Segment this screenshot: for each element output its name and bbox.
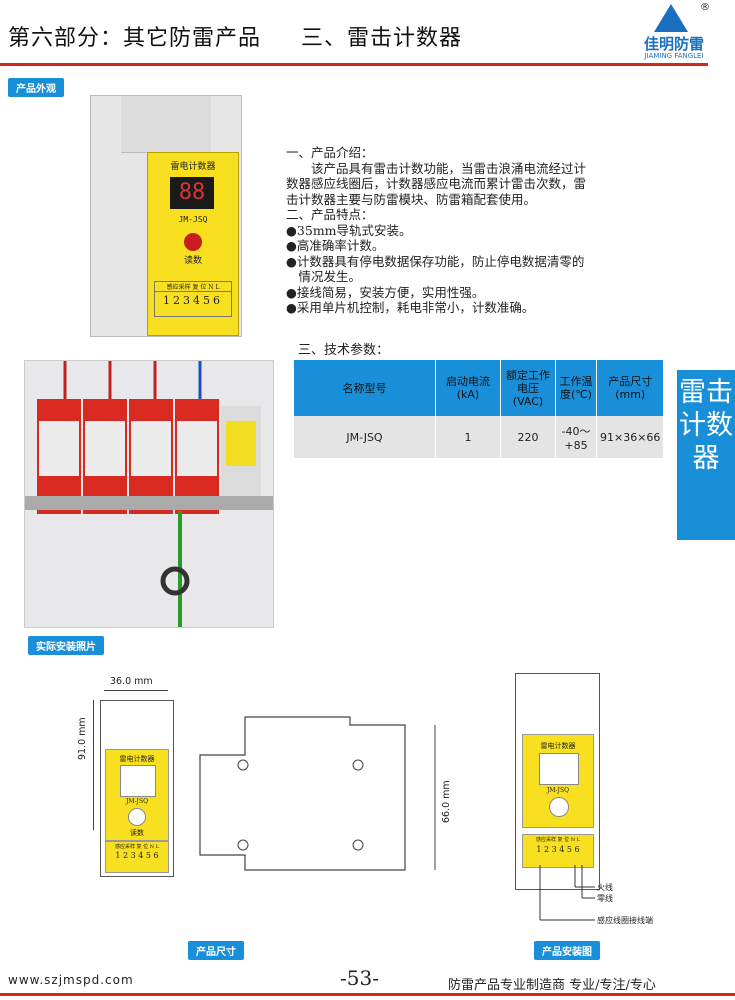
spec-header-row: 名称型号 启动电流(kA) 额定工作电压(VAC) 工作温度(℃) 产品尺寸(m… [294,360,665,416]
diagram-panel: 雷电计数器 JM-JSQ [522,734,594,828]
spec-cell: JM-JSQ [294,416,436,458]
product-intro: 一、产品介绍： 该产品具有雷击计数功能，当雷击浪涌电流经过计 数器感应线圈后，计… [286,145,666,316]
tag-dimensions: 产品尺寸 [188,941,244,960]
footer-slogan: 防雷产品专业制造商 专业/专注/专心 [448,978,656,993]
brand-logo: ® 佳明防雷 JIAMING FANGLEI [628,2,720,62]
coil-terminal-label: 感应线圈接线端 [597,916,653,925]
spec-header: 名称型号 [294,360,436,416]
front-panel: 雷电计数器 JM-JSQ 读数 [105,749,169,841]
small-display [120,765,156,797]
header-divider [0,63,708,66]
intro-heading: 一、产品介绍： [286,145,374,160]
diagram-display [539,753,579,785]
intro-line: 数器感应线圈后，计数器感应电流而累计雷击次数，雷 [286,176,587,191]
dimension-line [104,690,168,691]
spec-cell: 91×36×66 [596,416,665,458]
terminal-header: 感应采样 复 位 N L [155,282,231,292]
spec-header: 额定工作电压(VAC) [500,360,556,416]
wiring-lines [539,865,595,921]
intro-line: 击计数器主要与防雷模块、防雷箱配套使用。 [286,191,537,207]
fire-line-label: 火线 [597,883,613,892]
terminal-block: 感应采样 复 位 N L 123456 [154,281,232,317]
width-dimension: 36.0 mm [96,676,176,696]
front-view-drawing: 雷电计数器 JM-JSQ 读数 感应采样 复 位 N L 1 2 3 4 5 6 [100,700,174,877]
tag-install-photo: 实际安装照片 [28,636,104,655]
features-heading: 二、产品特点： [286,207,374,222]
part-title: 第六部分：其它防雷产品 [8,26,262,51]
small-terminal: 感应采样 复 位 N L 1 2 3 4 5 6 [105,841,169,873]
width-label: 36.0 mm [110,676,153,687]
diagram-button-icon [549,797,569,817]
small-button-label: 读数 [130,829,144,837]
diagram-title: 雷电计数器 [540,742,576,750]
tag-install-diagram: 产品安装图 [534,941,600,960]
section-side-tab: 雷击计数器 [677,370,735,540]
footer-website[interactable]: www.szjmspd.com [8,973,134,987]
spec-header: 工作温度(℃) [555,360,597,416]
diagram-terminal: 感应采样 复 位 N L 1 2 3 4 5 6 [522,834,594,868]
section-title: 三、雷击计数器 [301,26,463,51]
diagram-terminal-nums: 1 2 3 4 5 6 [536,845,580,854]
terminal-numbers: 123456 [163,294,223,307]
logo-chinese-name: 佳明防雷 [643,35,704,53]
read-button-label: 读数 [183,256,202,266]
feature-item: 情况发生。 [286,269,362,284]
device-top-cap [121,96,211,153]
small-terminal-head: 感应采样 复 位 N L [114,844,160,850]
page-number: -53- [340,966,379,990]
small-title: 雷电计数器 [119,755,155,763]
tag-appearance: 产品外观 [8,78,64,97]
intro-line: 该产品具有雷击计数功能，当雷击浪涌电流经过计 [286,160,587,176]
device-display: 88 [170,177,214,209]
spec-table: 名称型号 启动电流(kA) 额定工作电压(VAC) 工作温度(℃) 产品尺寸(m… [294,360,665,458]
device-title: 雷电计数器 [170,162,216,172]
zero-line-label: 零线 [597,894,613,903]
page-header: 第六部分：其它防雷产品 三、雷击计数器 [8,20,462,52]
install-diagram: 雷电计数器 JM-JSQ 感应采样 复 位 N L 1 2 3 4 5 6 [515,673,600,890]
footer-divider [0,993,735,996]
spec-cell: -40～+85 [555,416,597,458]
install-photo [24,360,274,628]
diagram-model: JM-JSQ [546,787,569,794]
device-front-panel: 雷电计数器 88 JM-JSQ 读数 感应采样 复 位 N L 123456 [147,152,239,336]
product-image: 雷电计数器 88 JM-JSQ 读数 感应采样 复 位 N L 123456 [90,95,242,337]
height-dimension-line [93,700,94,830]
spec-header: 启动电流(kA) [435,360,501,416]
small-model: JM-JSQ [125,798,148,805]
feature-item: ●35mm导轨式安装。 [286,222,412,238]
feature-item: ●高准确率计数。 [286,238,385,253]
feature-item: ●计数器具有停电数据保存功能，防止停电数据清零的 [286,253,585,269]
depth-label: 66.0 mm [441,780,452,823]
registered-mark: ® [700,2,710,13]
logo-triangle-icon [654,4,688,32]
tech-heading: 三、技术参数： [298,343,390,358]
diagram-terminal-head: 感应采样 复 位 N L [535,837,581,843]
install-photo-drawing [25,361,273,627]
spec-cell: 220 [500,416,556,458]
read-button-icon [184,233,202,251]
feature-item: ●采用单片机控制，耗电非常小，计数准确。 [286,300,535,315]
small-terminal-nums: 1 2 3 4 5 6 [115,851,159,860]
table-row: JM-JSQ 1 220 -40～+85 91×36×66 [294,416,665,458]
feature-item: ●接线简易，安装方便，实用性强。 [286,284,485,300]
small-button-icon [128,808,146,826]
spec-cell: 1 [435,416,501,458]
device-model: JM-JSQ [178,215,208,224]
spec-header: 产品尺寸(mm) [596,360,665,416]
side-profile-drawing [199,716,436,871]
height-label: 91.0 mm [77,717,88,760]
logo-english-name: JIAMING FANGLEI [644,52,704,60]
